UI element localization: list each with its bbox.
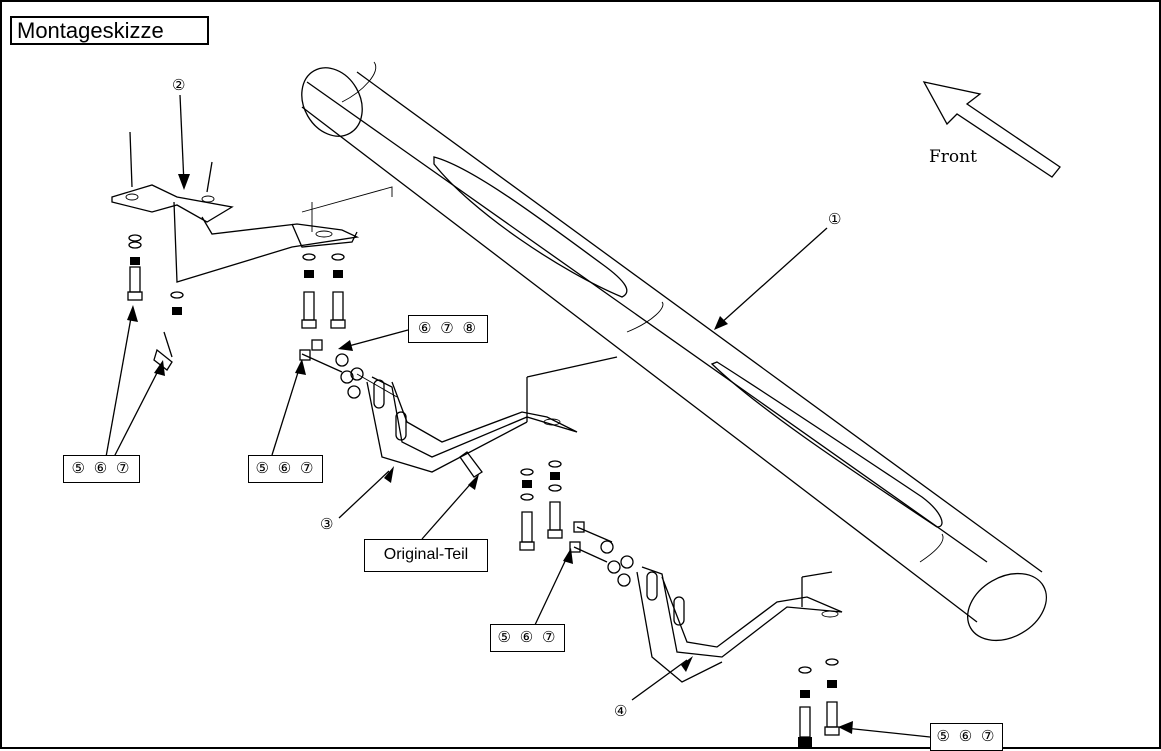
- middle-bolt-stack: [519, 460, 563, 551]
- rear-bolt-stack: [798, 658, 840, 747]
- front-bolt-stack-right: [301, 253, 346, 329]
- front-direction-label: Front: [929, 147, 977, 167]
- drawing-title: Montageskizze: [10, 16, 209, 45]
- rear-bracket: [636, 566, 843, 683]
- callout-middle-bolts: ⑤ ⑥ ⑦: [248, 455, 323, 483]
- front-bolt-stack-left: [127, 234, 184, 371]
- tube: [301, 61, 1047, 642]
- callout-middle-nuts: ⑥ ⑦ ⑧: [408, 315, 488, 343]
- original-part-label: Original-Teil: [364, 539, 488, 572]
- part-number-4: ④: [614, 702, 628, 720]
- part-number-3: ③: [320, 515, 334, 533]
- leader-lines: [105, 94, 931, 738]
- rear-side-fasteners: [569, 521, 634, 587]
- front-bracket: [111, 131, 393, 283]
- middle-bracket: [366, 356, 618, 478]
- callout-rear-side-bolts: ⑤ ⑥ ⑦: [490, 624, 565, 652]
- part-number-1: ①: [828, 210, 842, 228]
- callout-rear-bottom-bolts: ⑤ ⑥ ⑦: [930, 723, 1003, 751]
- middle-fasteners: [299, 339, 398, 399]
- front-arrow: [922, 81, 1061, 178]
- callout-front-bolts: ⑤ ⑥ ⑦: [63, 455, 140, 483]
- part-number-2: ②: [172, 76, 186, 94]
